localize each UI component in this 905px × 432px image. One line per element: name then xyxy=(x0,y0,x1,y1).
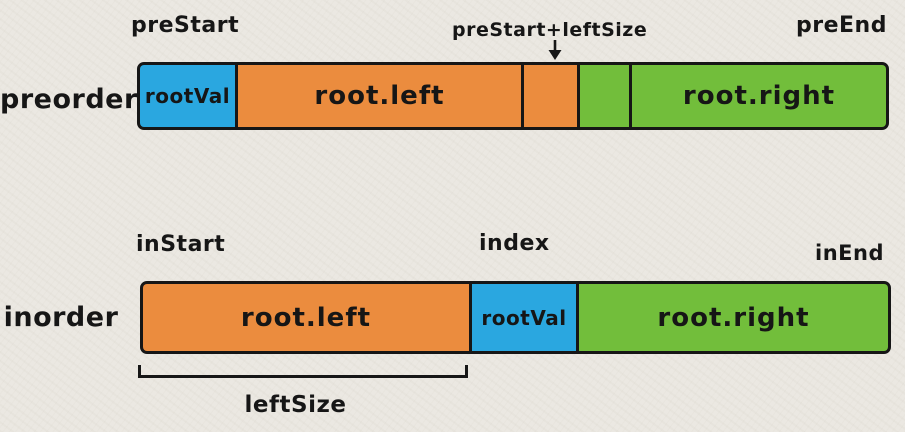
inorder-cell-rootval: rootVal xyxy=(469,284,576,351)
inorder-root-left-text: root.left xyxy=(240,302,372,333)
preorder-cell-first-right-element xyxy=(577,65,629,127)
inorder-bar: root.left rootVal root.right xyxy=(140,281,891,354)
inorder-root-right-text: root.right xyxy=(657,302,810,333)
inorder-row-label: inorder xyxy=(3,302,119,333)
preorder-root-left-text: root.left xyxy=(314,81,445,111)
preorder-cell-root-right: root.right xyxy=(629,65,886,127)
prestart-plus-leftsize-label: preStart+leftSize xyxy=(452,19,648,41)
instart-label: inStart xyxy=(136,232,226,257)
preorder-bar: rootVal root.left root.right xyxy=(137,62,889,130)
preorder-root-right-text: root.right xyxy=(682,81,836,111)
leftsize-label: leftSize xyxy=(244,392,347,418)
index-label: index xyxy=(479,231,550,256)
prestart-label: preStart xyxy=(131,13,240,38)
preorder-cell-last-left-element xyxy=(521,65,577,127)
inorder-cell-root-right: root.right xyxy=(576,284,888,351)
leftsize-bracket xyxy=(138,365,468,378)
inorder-cell-root-left: root.left xyxy=(143,284,469,351)
down-arrow-icon xyxy=(548,40,562,60)
inorder-rootval-text: rootVal xyxy=(481,305,567,330)
preend-label: preEnd xyxy=(796,13,887,38)
preorder-cell-root-left: root.left xyxy=(235,65,521,127)
preorder-rootval-text: rootVal xyxy=(144,84,231,108)
inend-label: inEnd xyxy=(815,241,884,265)
preorder-cell-rootval: rootVal xyxy=(140,65,235,127)
preorder-row-label: preorder xyxy=(0,84,138,115)
